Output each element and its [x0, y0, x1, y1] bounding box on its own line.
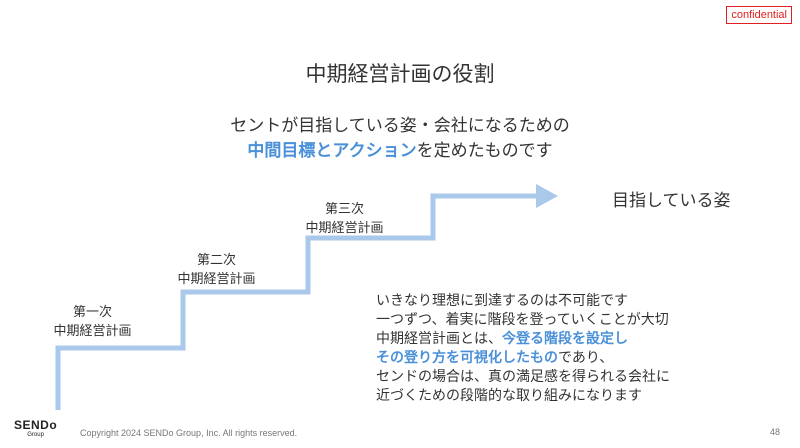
- explanation-text: いきなり理想に到達するのは不可能です 一つずつ、着実に階段を登っていくことが大切…: [376, 292, 786, 406]
- sendo-logo: SENDo Group: [14, 419, 57, 439]
- step-1-line-1: 第一次: [72, 305, 112, 320]
- slide-subtitle: セントが目指している姿・会社になるための 中間目標とアクションを定めたものです: [0, 114, 800, 164]
- staircase-arrowhead: [536, 184, 558, 208]
- body-line-4: その登り方を可視化したものであり、: [376, 349, 786, 368]
- body-line-1: いきなり理想に到達するのは不可能です: [376, 293, 628, 309]
- logo-brand: SENDo: [14, 418, 58, 432]
- goal-label: 目指している姿: [612, 191, 731, 211]
- body-line-4-highlight: その登り方を可視化したもの: [376, 350, 558, 366]
- subtitle-highlight: 中間目標とアクション: [247, 141, 417, 161]
- body-line-5: センドの場合は、真の満足感を得られる会社に: [376, 369, 670, 385]
- copyright-text: Copyright 2024 SENDo Group, Inc. All rig…: [80, 428, 298, 438]
- body-line-6: 近づくための段階的な取り組みになります: [376, 388, 642, 404]
- subtitle-line-1: セントが目指している姿・会社になるための: [230, 116, 570, 136]
- page-number: 48: [769, 427, 780, 437]
- subtitle-rest: を定めたものです: [416, 141, 553, 161]
- step-label-2: 第二次 中期経営計画: [164, 251, 269, 289]
- step-2-line-2: 中期経営計画: [177, 272, 256, 287]
- body-line-2: 一つずつ、着実に階段を登っていくことが大切: [376, 312, 669, 328]
- subtitle-line-2: 中間目標とアクションを定めたものです: [0, 139, 800, 164]
- body-line-3: 中期経営計画とは、今登る階段を設定し: [376, 330, 786, 349]
- step-3-line-2: 中期経営計画: [305, 221, 384, 236]
- confidential-badge: confidential: [726, 6, 792, 24]
- slide-title: 中期経営計画の役割: [305, 62, 495, 86]
- step-label-1: 第一次 中期経営計画: [40, 303, 145, 341]
- step-2-line-1: 第二次: [196, 253, 236, 268]
- body-line-3-plain: 中期経営計画とは、: [376, 331, 502, 347]
- step-3-line-1: 第三次: [324, 202, 364, 217]
- body-line-3-highlight: 今登る階段を設定し: [502, 331, 628, 347]
- step-label-3: 第三次 中期経営計画: [292, 200, 397, 238]
- step-1-line-2: 中期経営計画: [53, 324, 132, 339]
- logo-sub: Group: [27, 432, 44, 438]
- body-line-4-plain: であり、: [558, 350, 614, 366]
- staircase-line: [55, 193, 538, 410]
